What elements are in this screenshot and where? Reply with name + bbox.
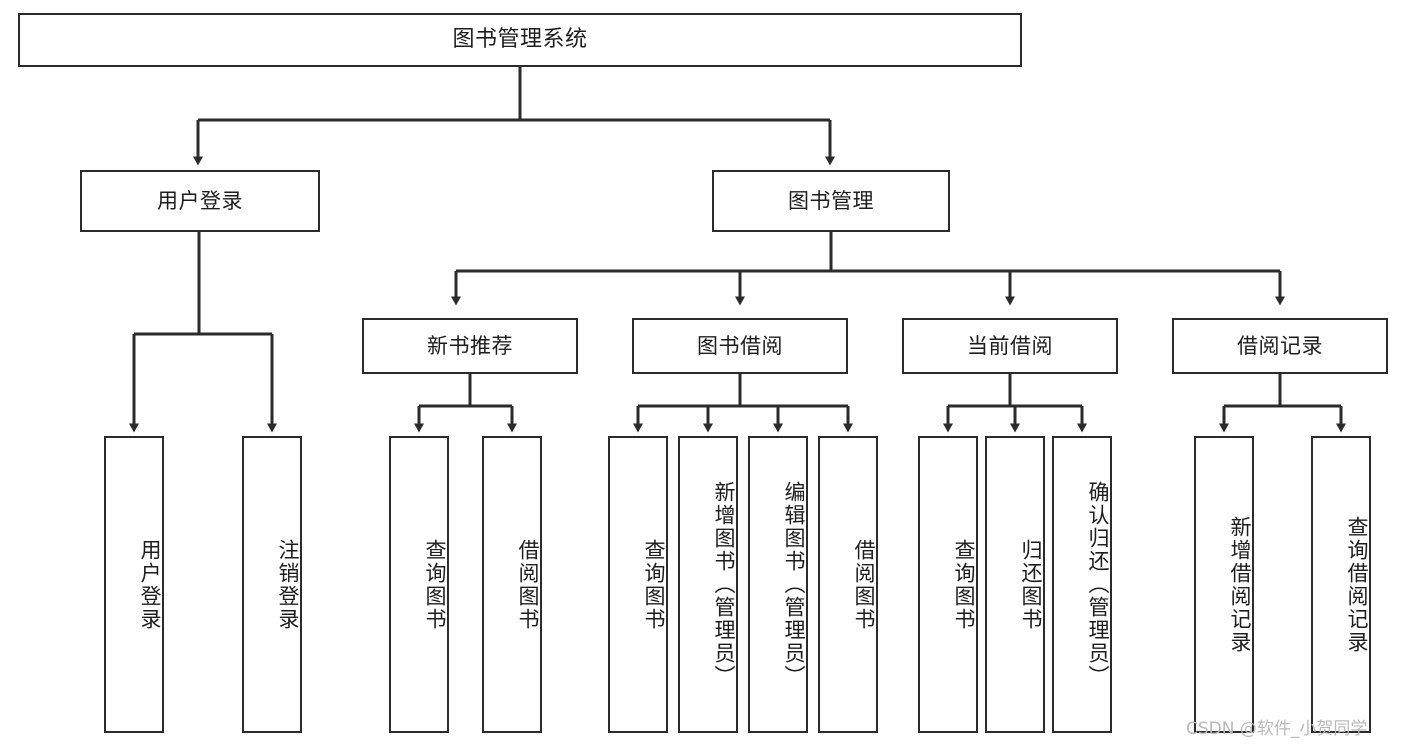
node-book-management[interactable]: 图书管理 xyxy=(712,170,950,232)
csdn-watermark: CSDN @软件_小贺同学 xyxy=(1186,719,1368,739)
node-label: 当前借阅 xyxy=(967,333,1053,358)
leaf-confirm-return-admin[interactable]: 确认归还（管理员） xyxy=(1052,436,1112,733)
node-label: 新书推荐 xyxy=(427,333,513,358)
node-label: 用户登录 xyxy=(138,538,162,631)
leaf-edit-book-admin[interactable]: 编辑图书（管理员） xyxy=(748,436,808,733)
node-user-login[interactable]: 用户登录 xyxy=(80,170,320,232)
leaf-return-books[interactable]: 归还图书 xyxy=(985,436,1045,733)
leaf-user-login[interactable]: 用户登录 xyxy=(104,436,164,733)
leaf-query-books-current[interactable]: 查询图书 xyxy=(918,436,978,733)
node-label: 查询图书 xyxy=(423,538,447,631)
leaf-borrow-books-recommend[interactable]: 借阅图书 xyxy=(482,436,542,733)
node-label: 注销登录 xyxy=(276,538,300,631)
node-label: 查询借阅记录 xyxy=(1345,515,1369,654)
node-label: 借阅图书 xyxy=(516,538,540,631)
leaf-add-borrow-record[interactable]: 新增借阅记录 xyxy=(1194,436,1254,733)
node-label: 用户登录 xyxy=(157,188,243,213)
node-label: 查询图书 xyxy=(642,538,666,631)
node-label: 查询图书 xyxy=(952,538,976,631)
node-label: 图书管理系统 xyxy=(452,27,588,53)
leaf-query-books-borrow[interactable]: 查询图书 xyxy=(608,436,668,733)
node-new-book-recommend[interactable]: 新书推荐 xyxy=(362,318,578,374)
node-label: 借阅记录 xyxy=(1237,333,1323,358)
node-label: 图书管理 xyxy=(788,188,874,213)
node-label: 编辑图书（管理员） xyxy=(782,481,806,688)
node-root-system[interactable]: 图书管理系统 xyxy=(18,13,1022,67)
node-label: 图书借阅 xyxy=(697,333,783,358)
node-book-borrow[interactable]: 图书借阅 xyxy=(632,318,848,374)
node-label: 借阅图书 xyxy=(852,538,876,631)
node-label: 确认归还（管理员） xyxy=(1086,481,1110,688)
leaf-borrow-books[interactable]: 借阅图书 xyxy=(818,436,878,733)
leaf-query-borrow-record[interactable]: 查询借阅记录 xyxy=(1311,436,1371,733)
leaf-query-books-recommend[interactable]: 查询图书 xyxy=(389,436,449,733)
leaf-add-book-admin[interactable]: 新增图书（管理员） xyxy=(678,436,738,733)
node-label: 新增图书（管理员） xyxy=(712,481,736,688)
node-current-borrow[interactable]: 当前借阅 xyxy=(902,318,1118,374)
leaf-user-logout[interactable]: 注销登录 xyxy=(242,436,302,733)
node-label: 新增借阅记录 xyxy=(1228,515,1252,654)
node-label: 归还图书 xyxy=(1019,538,1043,631)
node-borrow-records[interactable]: 借阅记录 xyxy=(1172,318,1388,374)
